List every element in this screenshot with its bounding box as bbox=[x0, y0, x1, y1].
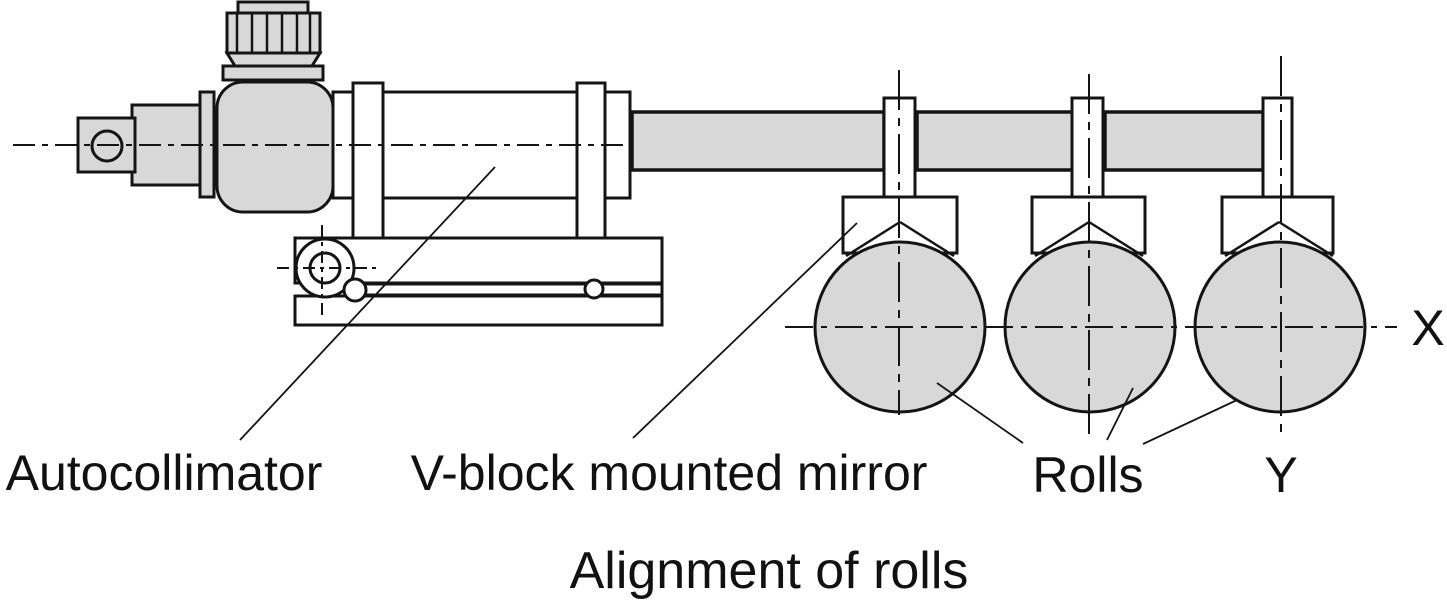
leader-v-block bbox=[632, 222, 858, 439]
base-adjust-rod bbox=[363, 282, 664, 297]
shaft-segment-3 bbox=[1103, 110, 1265, 172]
label-autocollimator: Autocollimator bbox=[6, 445, 323, 501]
autocollimator-body bbox=[215, 80, 335, 214]
mounting-band-rear bbox=[575, 81, 607, 240]
shaft-segment-2 bbox=[915, 110, 1077, 172]
leader-lines bbox=[239, 166, 1238, 445]
labels: Autocollimator V-block mounted mirror Ro… bbox=[6, 300, 1445, 600]
v-notches bbox=[845, 220, 1334, 258]
label-v-block-mounted-mirror: V-block mounted mirror bbox=[411, 445, 928, 501]
mirror-shaft bbox=[630, 110, 1265, 172]
focus-knob-knurl-lines bbox=[235, 13, 312, 53]
leader-roll-1 bbox=[936, 382, 1024, 444]
telescope-tube-group bbox=[293, 81, 664, 327]
mounting-band-front bbox=[351, 81, 385, 240]
shaft-segment-1 bbox=[630, 110, 886, 172]
base-rod-screw bbox=[583, 278, 605, 300]
leader-autocollimator bbox=[239, 166, 496, 441]
support-column-3 bbox=[1261, 96, 1294, 199]
label-axis-y: Y bbox=[1264, 447, 1297, 503]
base-pivot-pin bbox=[342, 277, 368, 303]
centerlines bbox=[13, 56, 1397, 438]
focus-knob-taper bbox=[224, 51, 323, 68]
figure-caption: Alignment of rolls bbox=[570, 542, 969, 600]
leader-roll-3 bbox=[1142, 399, 1238, 445]
focus-knob-knurled-drum bbox=[225, 11, 322, 55]
label-axis-x: X bbox=[1411, 300, 1444, 356]
focus-knob-cap bbox=[236, 0, 310, 15]
label-rolls: Rolls bbox=[1032, 447, 1143, 503]
support-column-2 bbox=[1070, 96, 1105, 199]
autocollimator-assembly bbox=[76, 0, 335, 214]
leader-roll-2 bbox=[1106, 387, 1134, 441]
focus-knob-flange bbox=[221, 64, 325, 82]
